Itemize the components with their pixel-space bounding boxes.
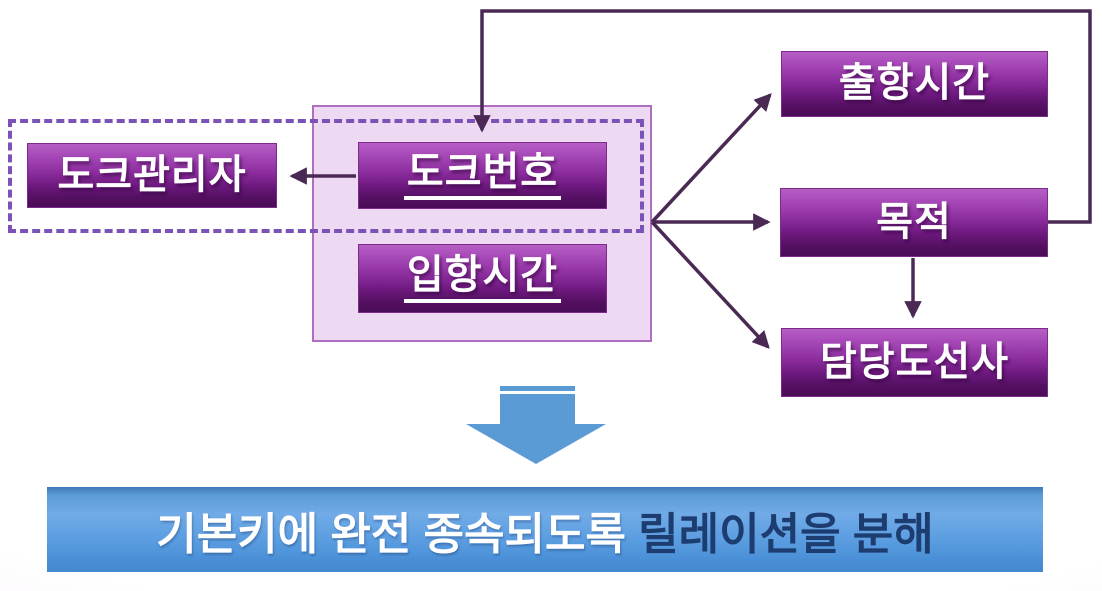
node-arrival-time: 입항시간: [358, 244, 607, 313]
arrow-fan-to-pilot: [650, 220, 770, 349]
caption-rest-text: 릴레이션을 분해: [638, 509, 934, 559]
dependency-dashed-outline: [8, 119, 644, 233]
down-arrow-head: [466, 424, 606, 464]
node-dock-number: 도크번호: [358, 142, 607, 209]
down-arrow-stem: [500, 394, 575, 425]
node-dock-number-label: 도크번호: [403, 152, 562, 200]
node-departure-time-label: 출항시간: [838, 61, 991, 105]
node-dock-manager-label: 도크관리자: [57, 152, 247, 197]
node-arrival-time-label: 입항시간: [403, 255, 562, 303]
node-pilot-label: 담당도선사: [820, 339, 1009, 384]
node-dock-manager: 도크관리자: [27, 143, 277, 208]
arrow-purpose-feedback-to-docknumber: [473, 9, 1092, 224]
caption-highlight-text: 기본키에 완전 종속되도록: [156, 509, 639, 559]
node-purpose: 목적: [780, 188, 1048, 257]
node-pilot: 담당도선사: [781, 328, 1048, 397]
node-departure-time: 출항시간: [781, 51, 1048, 117]
down-arrow-cap: [500, 386, 575, 391]
node-purpose-label: 목적: [876, 199, 952, 244]
caption-banner: 기본키에 완전 종속되도록 릴레이션을 분해: [47, 487, 1043, 572]
arrow-fan-to-departure-time: [650, 93, 772, 224]
